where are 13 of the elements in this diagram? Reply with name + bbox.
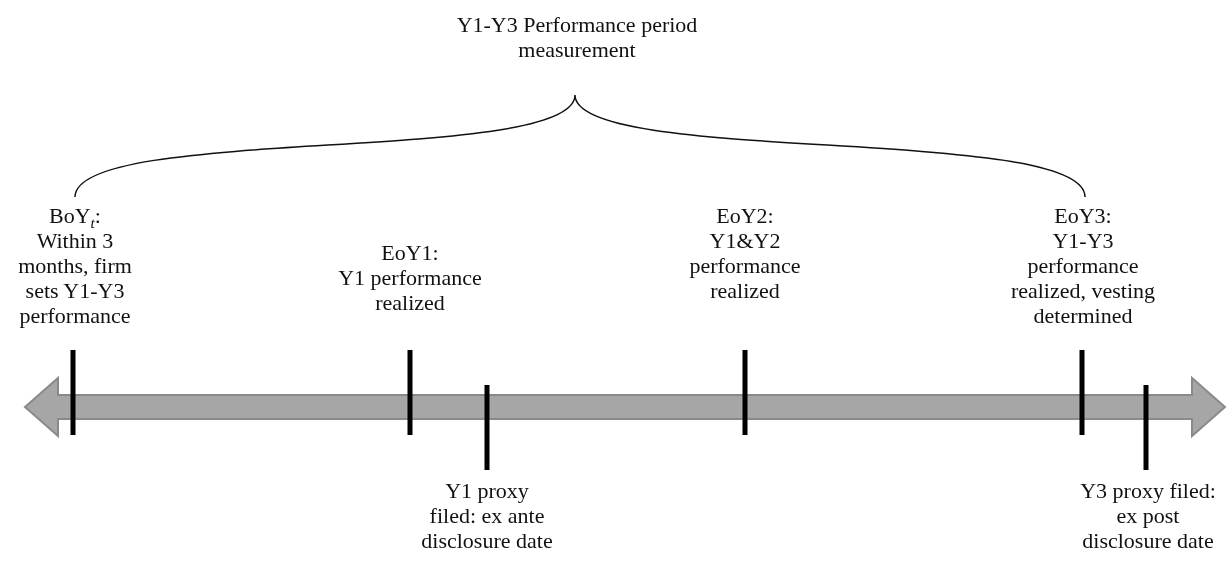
event-label: Y1&Y2 performance realized (688, 228, 802, 303)
event-heading: EoY2: (715, 203, 775, 228)
event-label: Y3 proxy filed: (1079, 478, 1217, 503)
event-label: filed: ex ante disclosure date (420, 503, 554, 553)
event-heading: EoY3: (1053, 203, 1113, 228)
event-label: ex post disclosure date (1081, 503, 1215, 553)
event-label: Y1 performance realized (337, 265, 483, 315)
event-label: Y1-Y3 performance realized, vesting determined (1009, 228, 1157, 328)
event-label: Y1 proxy (444, 478, 530, 503)
event-label: Within 3 months, firm sets Y1-Y3 performance (17, 228, 133, 328)
event-heading: BoY$_{t}$: (48, 203, 102, 228)
event-heading: EoY1: (380, 240, 440, 265)
period-label: Y1-Y3 Performance period measurement (455, 12, 699, 62)
